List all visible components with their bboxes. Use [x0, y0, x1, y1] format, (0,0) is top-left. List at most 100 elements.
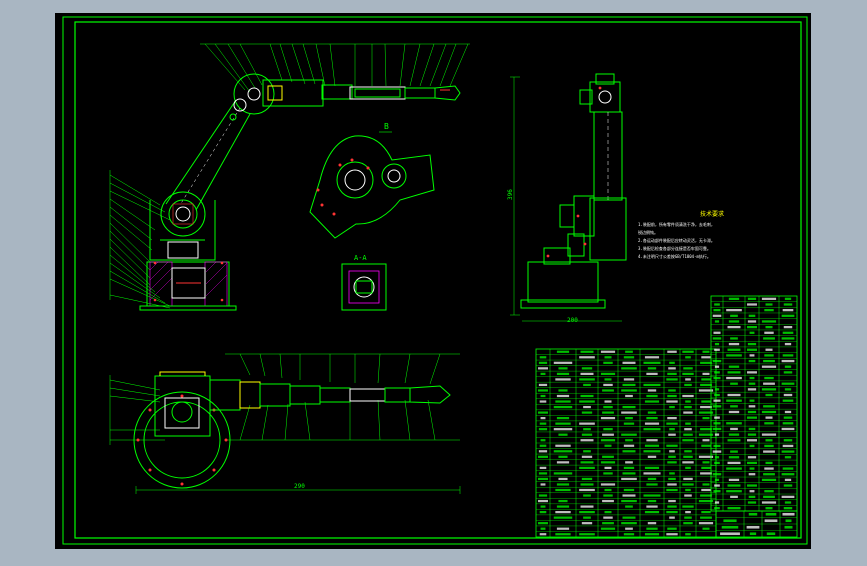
- parts-list-upper-cell-text: [782, 467, 794, 470]
- parts-list-main-cell-text: [667, 505, 677, 508]
- parts-list-main-cell-text: [683, 411, 693, 414]
- parts-list-main-cell-text: [583, 383, 591, 387]
- parts-list-main-cell-text: [581, 455, 593, 458]
- parts-list-main-cell-text: [581, 411, 593, 414]
- parts-list-upper-cell-text: [747, 416, 757, 419]
- parts-list-upper-cell-text: [764, 376, 774, 380]
- parts-list-main-cell-text: [684, 383, 692, 387]
- parts-list-main-cell-text: [579, 466, 595, 469]
- parts-list-main-cell-text: [702, 372, 710, 375]
- parts-list-main-cell-text: [701, 444, 711, 447]
- parts-list-main-cell-text: [604, 466, 612, 469]
- parts-list-main-cell-text: [682, 439, 694, 442]
- parts-list-main-cell-text: [644, 400, 660, 403]
- parts-list-main-cell-text: [540, 505, 546, 508]
- parts-list-upper-cell-text: [749, 444, 755, 448]
- parts-list-upper-cell-text: [714, 320, 720, 323]
- parts-list-main-cell-text: [621, 367, 637, 370]
- parts-list-upper-cell-text: [730, 427, 738, 431]
- parts-list-main-cell-text: [667, 417, 677, 420]
- parts-list-main-cell-text: [643, 428, 661, 431]
- parts-list-main-cell-text: [685, 356, 691, 359]
- parts-list-main-cell-text: [603, 405, 613, 409]
- parts-list-main-cell-text: [600, 527, 616, 530]
- title-block-cell-text: [746, 525, 760, 529]
- parts-list-upper-cell-text: [761, 478, 777, 482]
- parts-list-main-cell-text: [603, 494, 613, 497]
- parts-list-main-cell-text: [682, 505, 694, 508]
- parts-list-upper-cell-text: [747, 348, 757, 351]
- parts-list-main-cell-text: [668, 455, 676, 458]
- parts-list-main-cell-text: [604, 400, 612, 403]
- title-block-cell-text: [748, 512, 758, 516]
- parts-list-main-cell-text: [540, 417, 546, 420]
- parts-list-main-cell-text: [579, 400, 595, 403]
- parts-list-main-cell-text: [623, 378, 635, 381]
- parts-list-main-cell-text: [701, 511, 711, 514]
- parts-list-main-cell-text: [538, 411, 548, 414]
- parts-list-main-cell-text: [647, 411, 657, 414]
- parts-list-main-cell-text: [667, 461, 677, 464]
- parts-list-main-cell-text: [604, 444, 612, 447]
- technical-notes: 技术要求 1.装配前，所有零件须清洗干净，去毛刺， 锐边倒钝。 2.各运动部件装…: [638, 210, 724, 259]
- parts-list-upper-cell-text: [783, 371, 793, 374]
- parts-list-main-cell-text: [646, 483, 658, 486]
- parts-list-upper-cell-text: [748, 359, 756, 363]
- parts-list-upper-cell-text: [713, 444, 721, 448]
- parts-list-upper-cell-text: [712, 427, 722, 431]
- parts-list-upper-cell-text: [783, 484, 793, 487]
- parts-list-upper-cell-text: [781, 382, 795, 385]
- parts-list-main-cell-text: [682, 394, 694, 398]
- parts-list-upper-cell-text: [763, 359, 775, 363]
- parts-list-main-cell-text: [625, 527, 633, 530]
- parts-list-upper-cell-text: [765, 416, 773, 419]
- parts-list-main-cell-text: [623, 444, 635, 447]
- parts-list-upper-cell-text: [783, 325, 793, 329]
- parts-list-main-cell-text: [602, 411, 614, 414]
- parts-list-main-cell-text: [555, 533, 571, 536]
- parts-list-main-cell-text: [621, 411, 637, 414]
- parts-list-main-cell-text: [643, 494, 661, 497]
- parts-list-main-cell-text: [667, 372, 677, 375]
- parts-list-upper-cell-text: [763, 405, 775, 408]
- parts-list-main-cell-text: [702, 461, 710, 464]
- parts-list-main-cell-text: [666, 400, 678, 403]
- parts-list-upper-cell-text: [781, 427, 795, 431]
- parts-list-main-cell-text: [583, 450, 591, 453]
- parts-list-upper-cell-text: [726, 376, 742, 380]
- parts-list-upper-cell-text: [782, 331, 794, 334]
- parts-list-upper-cell-text: [713, 309, 721, 312]
- parts-list-upper-cell-text: [727, 371, 741, 374]
- parts-list-main-cell-text: [540, 372, 546, 375]
- parts-list-upper-cell-text: [728, 456, 740, 459]
- parts-list-main-cell-text: [538, 361, 548, 364]
- parts-list-main-cell-text: [646, 527, 658, 530]
- parts-list-main-cell-text: [700, 383, 712, 387]
- parts-list-upper-cell-text: [712, 314, 722, 317]
- parts-list-main-cell-text: [622, 516, 636, 519]
- parts-list-main-cell-text: [580, 461, 594, 464]
- parts-list-main-cell-text: [667, 527, 677, 530]
- parts-list-main-cell-text: [701, 466, 711, 469]
- parts-list-main-cell-text: [644, 356, 660, 359]
- parts-list-upper-cell-text: [749, 467, 755, 470]
- parts-list-upper-cell-text: [726, 309, 742, 312]
- parts-list-main-cell-text: [643, 472, 661, 475]
- parts-list-upper-cell-text: [712, 359, 722, 363]
- parts-list-upper-cell-text: [784, 365, 792, 368]
- parts-list-main-cell-text: [684, 405, 692, 409]
- outer-border: [62, 16, 808, 545]
- parts-list-upper-cell-text: [761, 433, 777, 436]
- parts-list-upper-cell-text: [714, 371, 720, 374]
- parts-list-main-cell-text: [682, 461, 694, 464]
- parts-list-upper-cell-text: [714, 456, 720, 459]
- parts-list-main-cell-text: [685, 378, 691, 381]
- parts-list-upper-cell-text: [783, 303, 793, 306]
- parts-list-main-cell-text: [539, 400, 547, 403]
- parts-list-main-cell-text: [702, 527, 710, 530]
- parts-list-upper-cell-text: [748, 495, 756, 498]
- parts-list-main: [535, 348, 717, 538]
- parts-list-upper-cell-text: [784, 456, 792, 459]
- parts-list-upper-cell-text: [747, 433, 757, 436]
- parts-list-upper-cell-text: [765, 325, 773, 329]
